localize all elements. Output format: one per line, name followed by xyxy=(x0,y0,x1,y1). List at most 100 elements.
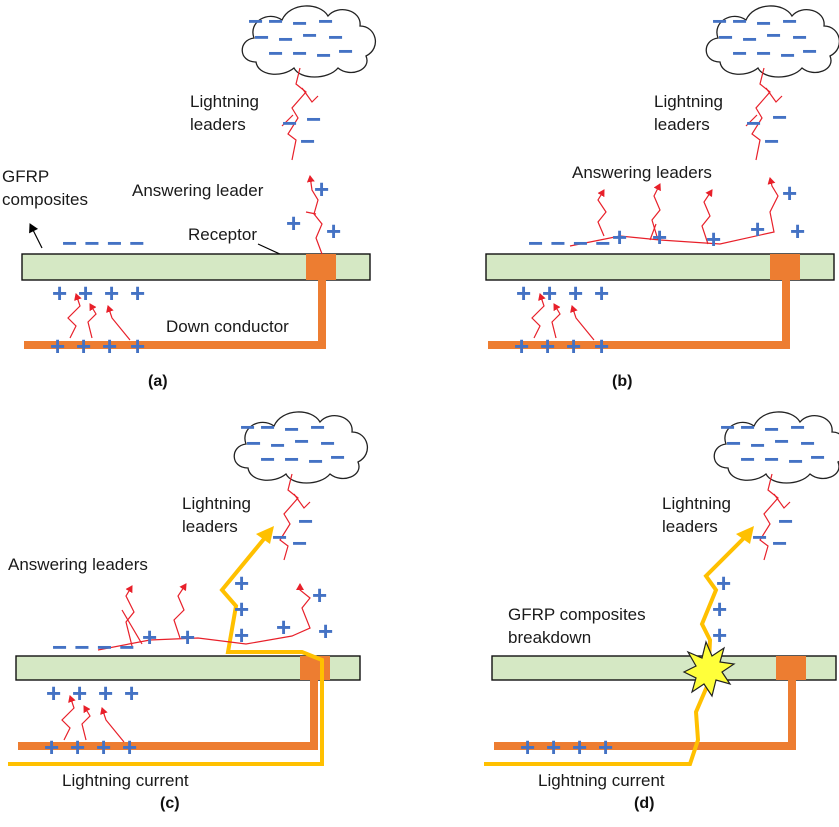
lightning-leader-branch xyxy=(293,493,311,509)
svg-text:−: − xyxy=(732,6,747,36)
lightning-leaders-label-1: Lightning xyxy=(182,494,251,513)
svg-text:−: − xyxy=(300,126,315,156)
svg-text:+: + xyxy=(104,278,119,308)
svg-text:−: − xyxy=(308,446,323,476)
svg-text:+: + xyxy=(520,732,535,762)
answering-leaders xyxy=(569,177,779,247)
lightning-leader xyxy=(287,67,307,161)
lightning-leaders-label-2: leaders xyxy=(654,115,710,134)
svg-text:+: + xyxy=(716,568,731,598)
svg-text:+: + xyxy=(234,620,249,650)
gfrp-composites-label-1: GFRP xyxy=(2,167,49,186)
induced-leaders xyxy=(61,695,125,743)
svg-text:−: − xyxy=(740,444,755,474)
lightning-current-path xyxy=(8,532,324,766)
lightning-current-label: Lightning current xyxy=(62,771,189,790)
answering-leader-branch xyxy=(305,211,317,215)
svg-text:+: + xyxy=(122,732,137,762)
svg-text:+: + xyxy=(750,214,765,244)
svg-text:−: − xyxy=(782,6,797,36)
conductor-charges: ++++ xyxy=(520,732,613,762)
blade-top-charges: +++ xyxy=(712,568,731,650)
svg-text:−: − xyxy=(802,36,817,66)
caption-b: (b) xyxy=(612,373,632,390)
receptor xyxy=(776,656,806,680)
panel-d: −−−− −−−− −−−− −−− Lightning leaders GFR… xyxy=(484,411,839,812)
svg-text:−: − xyxy=(750,430,765,460)
svg-text:+: + xyxy=(568,278,583,308)
svg-text:−: − xyxy=(320,428,335,458)
svg-text:+: + xyxy=(276,612,291,642)
svg-text:+: + xyxy=(142,622,157,652)
svg-text:−: − xyxy=(328,22,343,52)
svg-text:−: − xyxy=(772,528,787,558)
svg-text:+: + xyxy=(78,278,93,308)
svg-text:+: + xyxy=(44,732,59,762)
lightning-leaders-label-1: Lightning xyxy=(662,494,731,513)
leader-tip-charges: −−− xyxy=(752,506,793,558)
receptor xyxy=(300,656,330,680)
svg-text:−: − xyxy=(278,24,293,54)
receptor xyxy=(770,254,800,280)
lightning-leaders-label-2: leaders xyxy=(182,517,238,536)
svg-text:−: − xyxy=(764,414,779,444)
lightning-leader-branch xyxy=(301,87,319,103)
answering-leaders-label: Answering leaders xyxy=(572,163,712,182)
answering-leader-label: Answering leader xyxy=(132,181,264,200)
panel-a: −−−− −−−− −−−− −−− Lightning leaders GFR… xyxy=(2,5,377,390)
svg-text:+: + xyxy=(180,622,195,652)
svg-text:+: + xyxy=(50,331,65,361)
lightning-leader-branch xyxy=(773,493,791,509)
svg-text:−: − xyxy=(742,24,757,54)
svg-text:−: − xyxy=(800,428,815,458)
caption-a: (a) xyxy=(148,373,168,390)
panel-c: −−−− −−−− −−−− −−− Lightning leaders Ans… xyxy=(8,411,369,812)
cloud-charges: −−−− −−−− −−−− xyxy=(240,412,345,476)
svg-text:−: − xyxy=(766,20,781,50)
svg-text:+: + xyxy=(76,331,91,361)
svg-text:−: − xyxy=(268,6,283,36)
svg-text:+: + xyxy=(514,331,529,361)
svg-text:+: + xyxy=(130,331,145,361)
svg-text:−: − xyxy=(318,6,333,36)
svg-text:−: − xyxy=(764,444,779,474)
cloud-charges: −−−− −−−− −−−− xyxy=(712,6,817,70)
svg-text:−: − xyxy=(712,6,727,36)
blade-bottom-charges: ++++ ++++ xyxy=(50,278,145,361)
lightning-current-arrowhead xyxy=(256,526,274,544)
cloud: −−−− −−−− −−−− xyxy=(233,411,369,484)
svg-text:+: + xyxy=(124,678,139,708)
svg-text:− − − −: − − − − xyxy=(52,632,134,662)
svg-text:+: + xyxy=(790,216,805,246)
leader-tip-charges: −−− xyxy=(272,506,313,558)
leader-tip-charges: −−− xyxy=(282,104,321,156)
lightning-leaders-label-2: leaders xyxy=(190,115,246,134)
down-conductor-label: Down conductor xyxy=(166,317,289,336)
lightning-leader-branch xyxy=(765,87,783,103)
svg-text:+: + xyxy=(70,732,85,762)
svg-text:−: − xyxy=(302,20,317,50)
svg-text:−: − xyxy=(292,8,307,38)
svg-text:−: − xyxy=(292,38,307,68)
panel-b: −−−− −−−− −−−− −−− Lightning leaders Ans… xyxy=(485,5,839,390)
caption-c: (c) xyxy=(160,795,180,812)
svg-text:−: − xyxy=(254,22,269,52)
lightning-current-arrowhead xyxy=(736,526,754,544)
lightning-current-label: Lightning current xyxy=(538,771,665,790)
lightning-leader xyxy=(759,473,779,561)
cloud-charges: −−−− −−−− −−−− xyxy=(720,412,825,476)
down-conductor xyxy=(24,270,326,349)
lightning-leader xyxy=(751,67,771,161)
svg-text:+: + xyxy=(516,278,531,308)
svg-text:−: − xyxy=(330,442,345,472)
svg-text:−: − xyxy=(774,426,789,456)
svg-text:−: − xyxy=(310,412,325,442)
svg-text:+: + xyxy=(540,331,555,361)
svg-text:−: − xyxy=(338,36,353,66)
svg-text:−: − xyxy=(772,102,787,132)
svg-text:−: − xyxy=(260,444,275,474)
svg-text:−: − xyxy=(732,38,747,68)
cloud: −−−− −−−− −−−− xyxy=(713,411,839,484)
svg-text:−: − xyxy=(260,412,275,442)
